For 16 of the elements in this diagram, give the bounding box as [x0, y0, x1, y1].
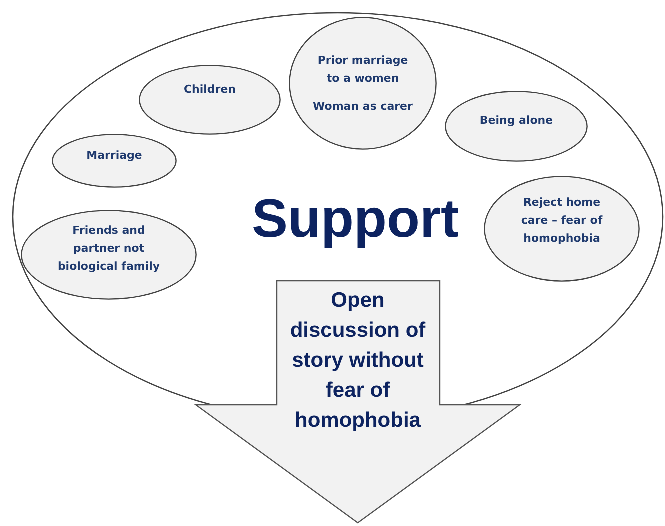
bubble-text: Children [184, 82, 236, 98]
bubble-text: Prior marriage to a women [316, 52, 410, 86]
oval-bubble [445, 91, 588, 162]
bubble-text: Friends and partner not biological family [56, 223, 162, 275]
bubble-text: Marriage [86, 148, 142, 164]
oval-bubble [139, 65, 281, 135]
oval-bubble [484, 176, 640, 282]
bubble-text: Woman as carer [313, 98, 413, 114]
oval-bubble [289, 17, 437, 150]
oval-bubble [52, 134, 177, 188]
down-arrow [195, 280, 521, 524]
bubble-text: Reject home care – fear of homophobia [520, 195, 604, 247]
heading: Support [252, 188, 459, 250]
bubble-text: Being alone [480, 112, 554, 128]
arrow-text: Open discussion of story without fear of homophobia [289, 288, 427, 434]
oval-bubble [21, 210, 197, 300]
